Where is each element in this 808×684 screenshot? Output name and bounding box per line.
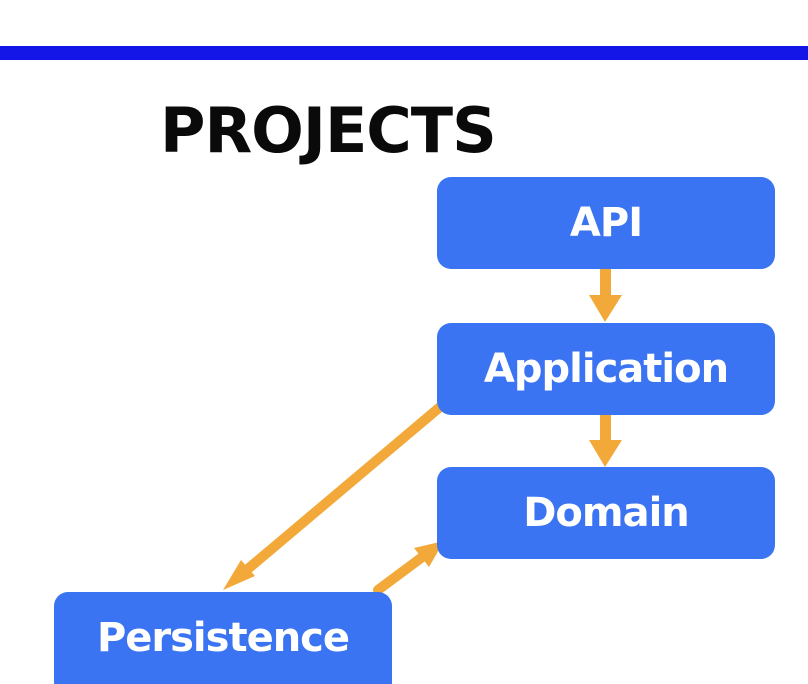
domain-node: Domain — [437, 467, 775, 559]
persistence-node: Persistence — [54, 592, 392, 684]
application-node: Application — [437, 323, 775, 415]
arrow-application-to-domain — [589, 415, 622, 467]
arrow-api-to-application — [589, 269, 622, 322]
arrow-application-to-persistence — [223, 402, 445, 590]
top-accent-rule — [0, 46, 808, 60]
api-node: API — [437, 177, 775, 269]
page-title: PROJECTS — [160, 94, 497, 167]
arrow-persistence-to-domain — [373, 541, 444, 595]
